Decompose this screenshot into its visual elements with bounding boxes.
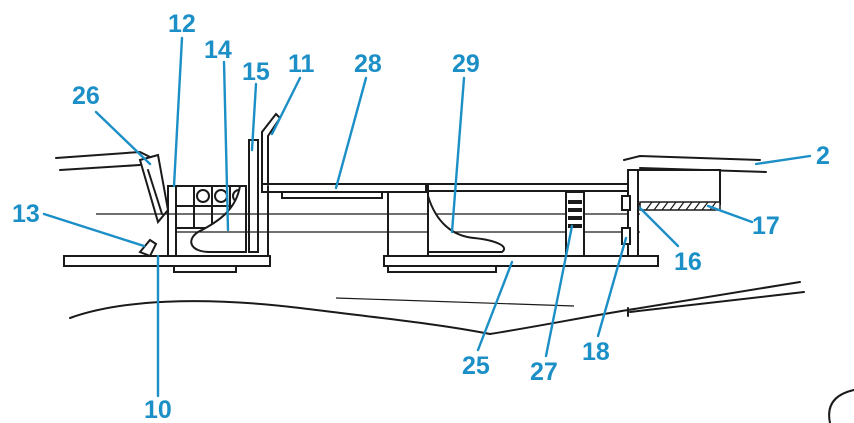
corner-circle <box>828 389 854 423</box>
spring-coil <box>568 200 582 204</box>
hatched-strip <box>639 201 721 211</box>
cam-part-right <box>427 195 505 253</box>
label-11: 11 <box>288 50 315 78</box>
leader-27 <box>544 224 574 358</box>
post-part <box>167 185 177 257</box>
vertical-rod <box>248 139 259 253</box>
end-block <box>621 227 631 245</box>
label-15: 15 <box>242 58 270 86</box>
label-12: 12 <box>168 10 196 38</box>
label-2: 2 <box>816 142 830 170</box>
extension-box <box>637 169 721 205</box>
roller-circle <box>196 189 210 203</box>
upper-bar <box>261 183 427 193</box>
lower-body-outline <box>69 281 801 335</box>
reference-numbers: 12 14 15 11 28 29 26 13 10 2 17 16 18 25… <box>12 10 830 423</box>
right-frame-top <box>427 183 639 192</box>
leader-13 <box>42 212 146 248</box>
label-27: 27 <box>530 358 558 386</box>
lever-inner-line <box>147 169 163 215</box>
leader-14 <box>222 60 230 232</box>
left-base-plate <box>63 255 271 267</box>
leader-12 <box>172 36 184 188</box>
label-14: 14 <box>204 36 232 64</box>
leader-2 <box>754 154 812 166</box>
leader-11 <box>270 76 302 136</box>
leader-18 <box>596 236 628 338</box>
right-base-plate <box>383 255 659 267</box>
mechanism-drawing <box>55 112 854 423</box>
spring-coil <box>568 216 582 220</box>
spring-coil <box>568 224 582 228</box>
spring-coil <box>568 208 582 212</box>
label-10: 10 <box>144 396 172 423</box>
leader-16 <box>638 206 680 248</box>
leader-26 <box>94 110 152 166</box>
leader-25 <box>476 260 514 352</box>
lower-body-outline-2 <box>627 291 805 317</box>
leader-lines <box>42 36 812 398</box>
leader-17 <box>706 204 754 224</box>
end-block <box>621 195 631 211</box>
end-post <box>627 169 639 261</box>
label-28: 28 <box>354 50 382 78</box>
lower-inner-line <box>335 297 575 307</box>
leader-29 <box>450 76 466 234</box>
label-25: 25 <box>462 352 490 380</box>
label-13: 13 <box>12 200 40 228</box>
label-29: 29 <box>452 50 480 78</box>
left-base-foot <box>173 265 237 273</box>
label-17: 17 <box>752 212 780 240</box>
label-16: 16 <box>674 248 702 276</box>
right-base-foot <box>387 265 497 273</box>
small-lever <box>138 238 158 258</box>
hatch-lines <box>645 201 717 211</box>
leader-15 <box>250 82 258 152</box>
label-18: 18 <box>582 338 610 366</box>
leader-28 <box>334 76 368 190</box>
label-26: 26 <box>72 82 100 110</box>
upper-bar-lower <box>281 191 383 199</box>
